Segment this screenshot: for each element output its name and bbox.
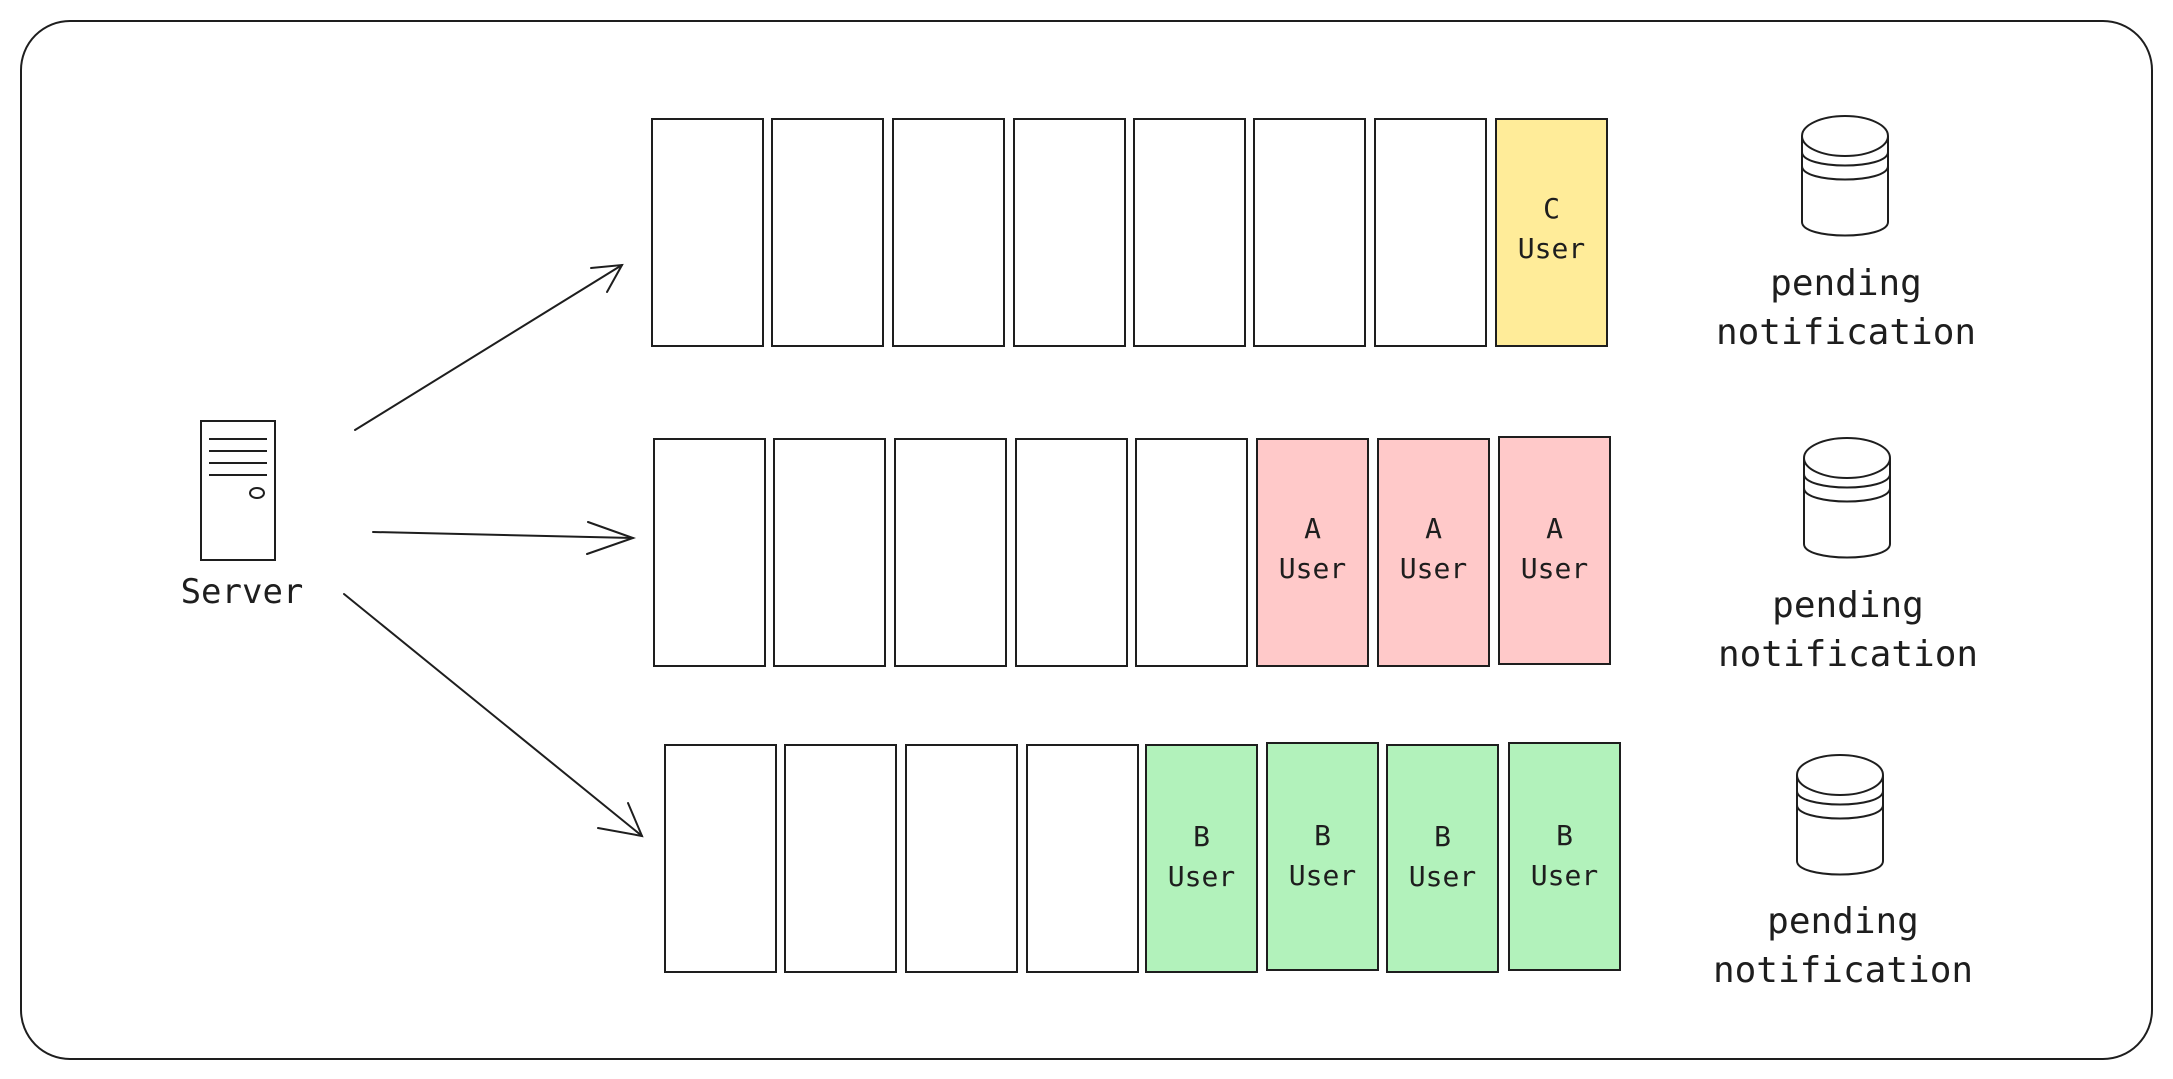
queue-slot: B User: [1145, 744, 1258, 973]
queue-slot: A User: [1256, 438, 1369, 667]
diagram-frame: [20, 20, 2153, 1060]
slot-box: [1145, 744, 1258, 973]
slot-user-letter: A: [1546, 512, 1563, 545]
queue-slot: [1015, 438, 1128, 667]
server-label: Server: [181, 572, 304, 612]
queue-slot: [894, 438, 1007, 667]
slot-box: [784, 744, 897, 973]
queue-slot: [771, 118, 884, 347]
slot-user-letter: A: [1425, 512, 1442, 545]
slot-user-label: User: [1279, 552, 1346, 585]
slot-box: [1135, 438, 1248, 667]
slot-box: [1498, 436, 1611, 665]
queue-slot: [1133, 118, 1246, 347]
slot-box: [1026, 744, 1139, 973]
queue-row-3: B User B User B User B User: [664, 742, 1621, 973]
arrow-to-queue-2: [372, 521, 637, 555]
slot-box: [905, 744, 1018, 973]
queue-slot: C User: [1495, 118, 1608, 347]
queue-slot: [784, 744, 897, 973]
queue-slot: B User: [1386, 744, 1499, 973]
slot-box: [773, 438, 886, 667]
queue-slot: [1013, 118, 1126, 347]
slot-user-letter: A: [1304, 512, 1321, 545]
storage-label-line1: pending: [1770, 263, 1922, 304]
slot-box: [1133, 118, 1246, 347]
slot-user-letter: B: [1556, 819, 1573, 852]
slot-box: [1256, 438, 1369, 667]
slot-box: [894, 438, 1007, 667]
queue-slot: [1135, 438, 1248, 667]
storage-label-line2: notification: [1716, 312, 1976, 353]
slot-user-label: User: [1518, 232, 1585, 265]
slot-user-label: User: [1531, 859, 1598, 892]
storage-label-line1: pending: [1767, 901, 1919, 942]
slot-box: [1266, 742, 1379, 971]
arrow-to-queue-1: [354, 263, 624, 431]
queue-slot: [892, 118, 1005, 347]
slot-user-label: User: [1521, 552, 1588, 585]
queue-slot: A User: [1498, 436, 1611, 665]
slot-box: [1015, 438, 1128, 667]
queue-slot: [905, 744, 1018, 973]
queue-slot: A User: [1377, 438, 1490, 667]
slot-box: [1253, 118, 1366, 347]
storage-label-line2: notification: [1713, 950, 1973, 991]
slot-user-letter: B: [1434, 820, 1451, 853]
slot-box: [653, 438, 766, 667]
slot-box: [1508, 742, 1621, 971]
queue-slot: [653, 438, 766, 667]
server-tower-icon: [200, 420, 276, 561]
database-icon: [1801, 115, 1889, 237]
slot-user-label: User: [1289, 859, 1356, 892]
database-icon: [1803, 437, 1891, 559]
slot-user-label: User: [1409, 860, 1476, 893]
storage-label-line2: notification: [1718, 634, 1978, 675]
slot-user-letter: C: [1543, 192, 1560, 225]
slot-box: [1495, 118, 1608, 347]
arrow-to-queue-3: [343, 593, 644, 838]
queue-slot: [651, 118, 764, 347]
queue-slot: [773, 438, 886, 667]
queue-slot: [1374, 118, 1487, 347]
queue-slot: [1026, 744, 1139, 973]
slot-box: [771, 118, 884, 347]
slot-box: [1013, 118, 1126, 347]
slot-box: [1377, 438, 1490, 667]
slot-box: [1386, 744, 1499, 973]
queue-slot: B User: [1508, 742, 1621, 971]
storage-label-line1: pending: [1772, 585, 1924, 626]
slot-box: [664, 744, 777, 973]
queue-slot: [664, 744, 777, 973]
slot-box: [892, 118, 1005, 347]
queue-slot: [1253, 118, 1366, 347]
queue-slot: B User: [1266, 742, 1379, 971]
slot-user-label: User: [1400, 552, 1467, 585]
slot-box: [651, 118, 764, 347]
slot-user-letter: B: [1314, 819, 1331, 852]
database-icon: [1796, 754, 1884, 876]
slot-user-label: User: [1168, 860, 1235, 893]
queue-row-1: C User: [651, 118, 1608, 347]
queue-row-2: A User A User A User: [653, 436, 1611, 667]
slot-box: [1374, 118, 1487, 347]
slot-user-letter: B: [1193, 820, 1210, 853]
